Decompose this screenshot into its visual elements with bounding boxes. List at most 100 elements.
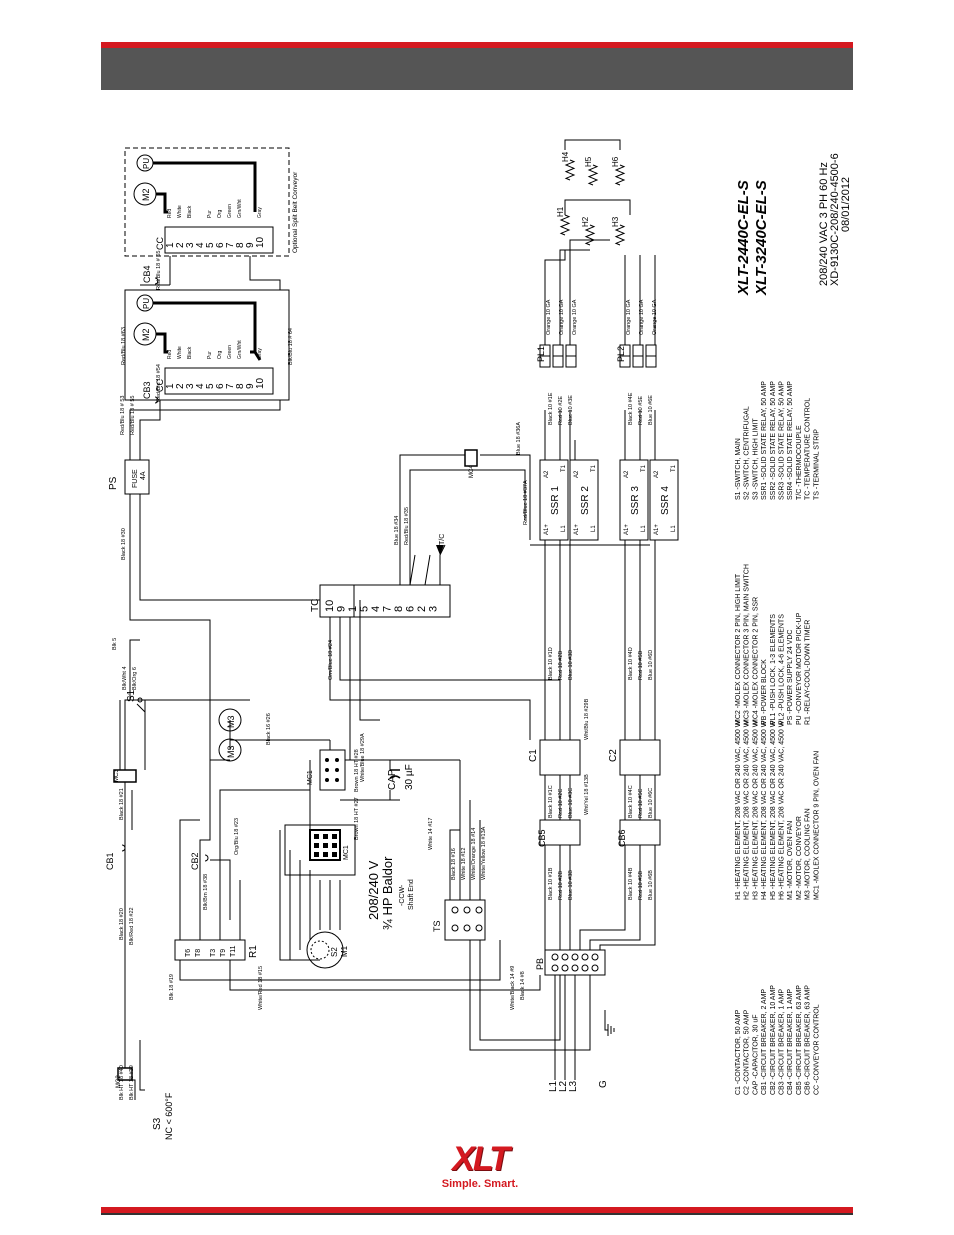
legend-item: MC1 -MOLEX CONNECTOR 9 PIN, OVEN FAN [813,751,820,900]
r1-label: R1 [248,945,259,958]
svg-text:Red/Blu 18 # 53: Red/Blu 18 # 53 [120,396,126,435]
header-bar [101,42,853,90]
ssr-pin: T1 [641,464,647,472]
model-doc-number: XD-9130C-208/240-4500-6 [829,153,841,286]
svg-text:T9: T9 [220,949,227,957]
wire-label: Orange 10 GA [626,299,632,335]
legend-item: PS -POWER SUPPLY 24 VDC [787,630,794,725]
wire-label: Orange 10 GA [639,299,645,335]
mc2-label: MC2 [116,1075,122,1088]
cc-wire-color: Black [187,205,193,218]
m2-label-top: M2 [141,188,151,201]
cc-terminal-number: 10 [255,236,266,248]
optional-conveyor-label: Optional Split Belt Conveyor [292,171,299,253]
pu-label-top: PU [142,158,151,169]
legend-item: H5 -HEATING ELEMENT, 208 VAC OR 240 VAC,… [770,720,777,900]
svg-text:T6: T6 [185,949,192,957]
legend-item: MC3 -MOLEX CONNECTOR 3 PIN, MAIN SWITCH [744,564,751,725]
model-title-1: XLT-2440C-EL-S [735,180,752,296]
legend-item: CB1 -CIRCUIT BREAKER, 2 AMP [761,989,768,1095]
svg-text:Blk/Red 18 #22: Blk/Red 18 #22 [129,907,135,945]
tc-sensor-label: T/C [439,534,446,545]
cc-wire-color: Grn/Wht [237,199,243,218]
svg-text:White/Yellow 18 #13A: White/Yellow 18 #13A [481,826,487,880]
svg-text:Red/Blu 18 # 55: Red/Blu 18 # 55 [130,396,136,435]
xlt-logo: XLT Simple. Smart. [430,1142,530,1190]
cb2-label: CB2 [190,852,200,870]
cc-terminal-number: 3 [185,242,196,248]
h2-label: H2 [581,216,590,227]
pl2-label: PL2 [616,346,626,362]
cc-terminal-number: 1 [165,242,176,248]
contactor-c1: C1 [528,739,581,776]
cc-terminal-number: 2 [175,383,186,389]
svg-text:Red 10 #2D: Red 10 #2D [558,651,564,680]
legend-item: CB6 -CIRCUIT BREAKER, 63 AMP [805,985,812,1095]
ssr-pin: T1 [591,464,597,472]
svg-text:Red/Blue 18 #37A: Red/Blue 18 #37A [523,480,529,525]
relay-r1: T6 T8 T3 T9 T11 R1 [174,939,259,961]
h3-label: H3 [611,216,620,227]
ssr-pin: A2 [624,470,630,478]
main-switch: S1 MC3 [113,689,146,783]
cb5-label: CB5 [537,829,547,847]
svg-text:Blue 10 #3C: Blue 10 #3C [568,788,574,818]
logo-name: XLT [452,1140,510,1178]
c1-label: C1 [528,749,539,762]
legend-col-2: H1 -HEATING ELEMENT, 208 VAC OR 240 VAC,… [735,720,820,900]
svg-text:Blue 10 #3E: Blue 10 #3E [568,395,574,425]
svg-text:Black 10 #4B: Black 10 #4B [628,867,634,900]
ssr3-label: SSR 3 [630,486,641,515]
cc-terminal-number: 6 [215,242,226,248]
conveyor-wire-bundles [250,350,262,361]
legend-item: CB5 -CIRCUIT BREAKER, 63 AMP [796,985,803,1095]
tc-terminal-number: 6 [405,606,417,612]
svg-text:Blk/Wht 4: Blk/Wht 4 [122,666,128,690]
motor-hp: ¾ HP Baldor [380,856,395,930]
ssr-pin: L1 [671,525,677,532]
ssr-pin: A1+ [624,524,630,535]
svg-text:White 18 #12: White 18 #12 [461,848,467,880]
svg-text:Blue 10 #6B: Blue 10 #6B [648,870,654,900]
svg-text:Red 10 #5D: Red 10 #5D [638,651,644,680]
cc-terminal-number: 1 [165,383,176,389]
svg-text:Blue 18 #36A: Blue 18 #36A [516,422,522,455]
svg-text:Black 16 #26: Black 16 #26 [266,713,272,745]
legend-item: M3 -MOTOR, COOLING FAN [805,808,812,900]
svg-text:Red 10 #5C: Red 10 #5C [638,789,644,818]
cc-wire-color: Org [217,350,223,359]
legend-item: TS -TERMINAL STRIP [813,429,820,500]
legend-item: M1 -MOTOR, OVEN FAN [787,821,794,900]
svg-text:Brown 18 HT #27: Brown 18 HT #27 [354,797,360,840]
wire-label: Orange 10 GA [652,299,658,335]
cap-value: 30 µF [404,764,415,790]
legend-item: PB -POWER BLOCK [761,659,768,725]
model-date: 08/01/2012 [840,177,852,232]
cb1-label: CB1 [105,852,115,870]
svg-text:Black 18 #20: Black 18 #20 [119,908,125,940]
legend-item: SSR1 -SOLID STATE RELAY, 50 AMP [761,381,768,500]
cc-wire-color: Gray [257,207,263,218]
legend-item: SSR2 -SOLID STATE RELAY, 50 AMP [770,381,777,500]
legend-item: R1 -RELAY-COOL-DOWN TIMER [805,620,812,725]
svg-text:Red/Blu 18 #35: Red/Blu 18 #35 [404,507,410,545]
cc-terminal-number: 9 [245,242,256,248]
footer-bar [101,1207,853,1215]
ps-label: PS [108,476,119,490]
tc-label: TC [310,599,321,612]
svg-text:White/Red 18 #15: White/Red 18 #15 [258,966,264,1010]
mc4-connector: MC4 [464,449,478,478]
s2-label: S2 [330,947,339,957]
cc-terminal-number: 3 [185,383,196,389]
power-supply: PS FUSE 4A Black 18 #30 [108,459,150,560]
svg-text:Brown 18 HT #28: Brown 18 HT #28 [354,749,360,792]
ssr-pin: T1 [671,464,677,472]
h6-label: H6 [611,156,620,167]
ssr-pin: A1+ [574,524,580,535]
push-locks: PL1 PL2 [536,344,657,368]
